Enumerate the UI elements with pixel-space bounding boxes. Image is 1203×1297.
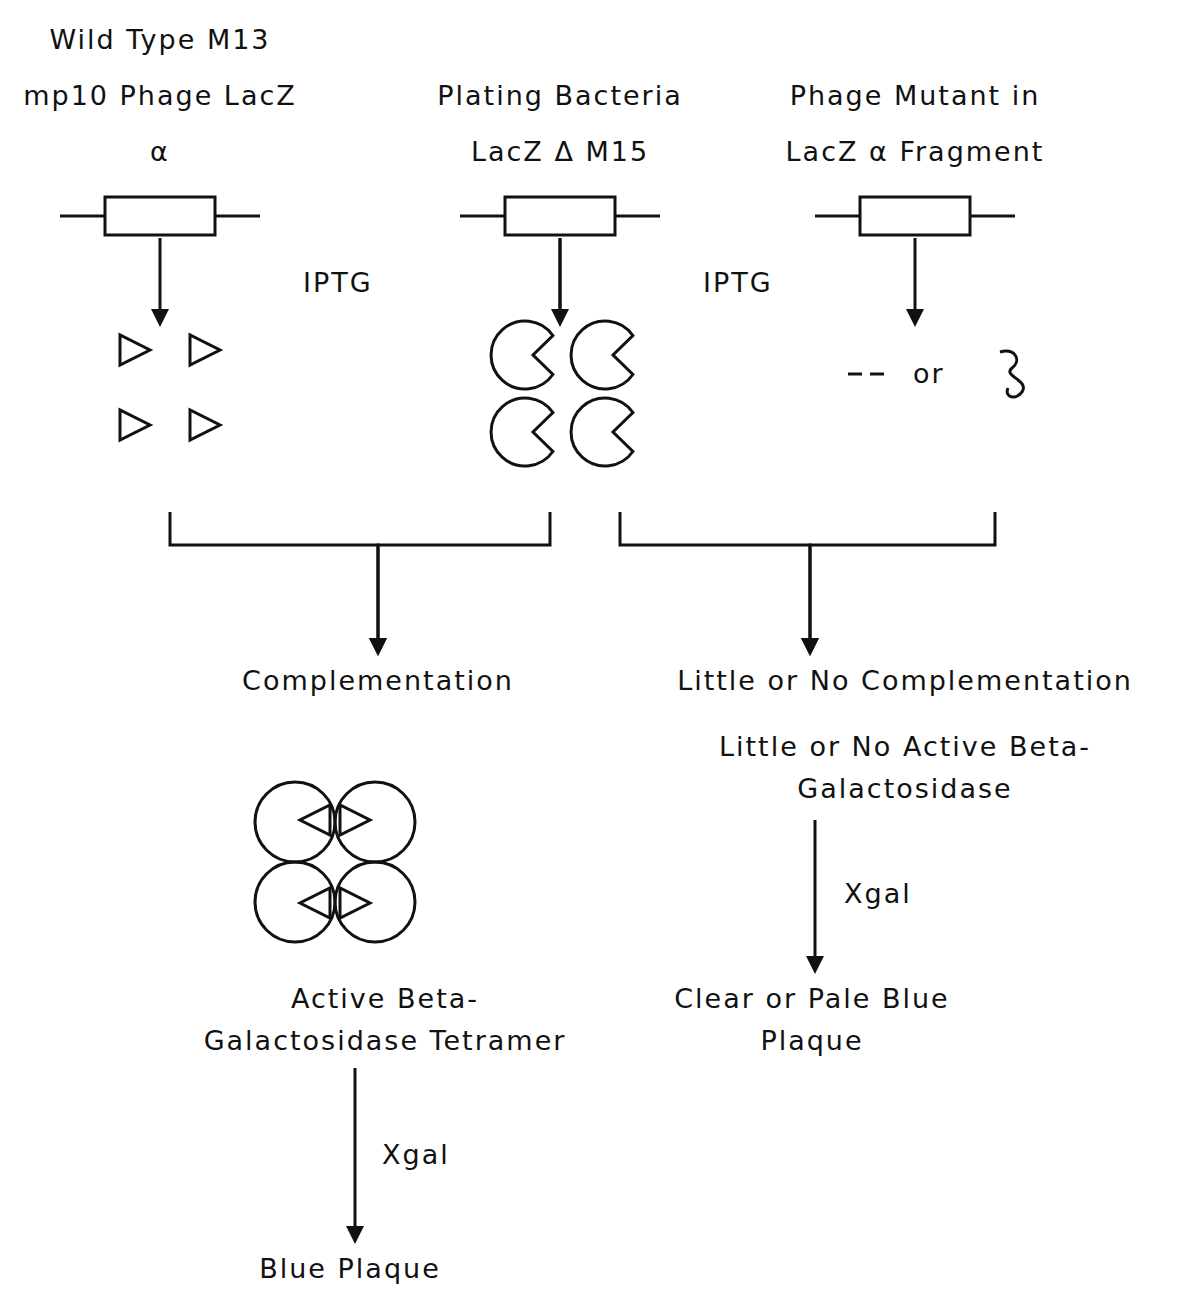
alpha-fragments [120,335,220,440]
node-text: Complementation [242,660,514,702]
gene-symbol [60,194,260,238]
gene-heading: Phage Mutant in LacZ α Fragment [760,68,1070,238]
flow-arrow [560,238,819,656]
gene-symbol [460,194,660,238]
gene-symbol [815,194,1015,238]
node-text: Active Beta-Galactosidase Tetramer [190,978,580,1062]
node-text: Phage Mutant in LacZ α Fragment [760,68,1070,180]
node-text: Plating Bacteria LacZ Δ M15 [405,68,715,180]
result-text: Complementation [188,660,568,702]
tetramer [255,782,415,942]
node-text: Little or No Complementation [677,660,1133,702]
omega-fragments [491,321,633,466]
node-text: Clear or Pale Blue Plaque [622,978,1002,1062]
flow-arrow [801,238,995,656]
edge-label: Xgal [379,1138,453,1172]
inducer-label: IPTG [700,266,776,300]
or-label: or [910,357,948,391]
gene-heading: Plating Bacteria LacZ Δ M15 [405,68,715,238]
flow-arrow [806,820,824,974]
gene-heading: Wild Type M13 mp10 Phage LacZ α [10,12,310,238]
node-text: Wild Type M13 mp10 Phage LacZ α [10,12,310,180]
mutant-fragment [848,351,1023,397]
node-text: Little or No Active Beta-Galactosidase [715,726,1095,810]
flow-arrow [160,238,387,656]
inducer-label: IPTG [300,266,376,300]
node-text: Blue Plaque [259,1248,441,1290]
result-text: Little or No ComplementationLittle or No… [625,660,1185,810]
product-text: Active Beta-Galactosidase Tetramer [190,978,580,1062]
flow-arrow [346,1068,364,1244]
flow-arrow [369,238,560,656]
plaque-text: Clear or Pale Blue Plaque [622,978,1002,1062]
edge-label: Xgal [841,877,915,911]
plaque-text: Blue Plaque [210,1248,490,1290]
